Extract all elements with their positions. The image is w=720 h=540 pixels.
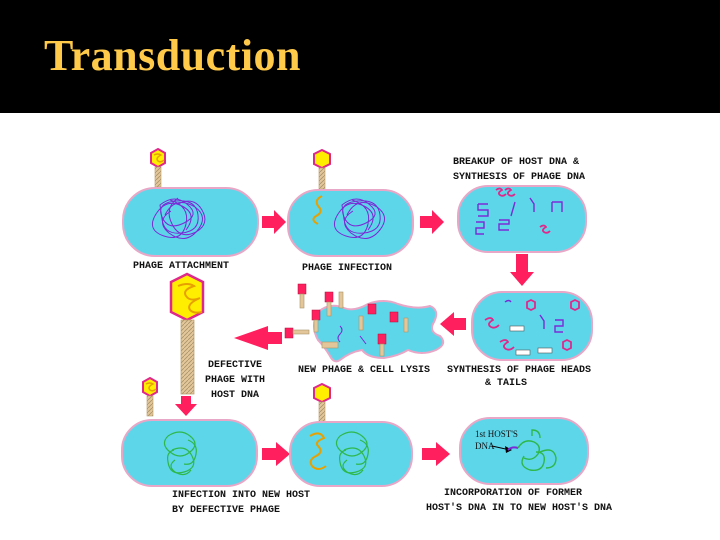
- label-synthesis-heads-2: & TAILS: [485, 378, 527, 389]
- label-incorporation-2: HOST'S DNA IN TO NEW HOST'S DNA: [426, 502, 612, 514]
- label-new-host-1: INFECTION INTO NEW HOST: [172, 490, 310, 501]
- label-attachment: PHAGE ATTACHMENT: [133, 261, 229, 272]
- phage-attaching: [150, 147, 166, 188]
- phage-infecting: [313, 148, 331, 190]
- label-defective-1: DEFECTIVE: [208, 360, 262, 371]
- label-synthesis-heads: SYNTHESIS OF PHAGE HEADS: [447, 365, 591, 376]
- title-bar: Transduction: [0, 0, 720, 113]
- phage-injected: [313, 382, 331, 423]
- label-incorporation-1: INCORPORATION OF FORMER: [444, 488, 582, 499]
- arrow-step-8: [422, 442, 450, 466]
- label-defective-3: HOST DNA: [211, 390, 259, 401]
- slide-title: Transduction: [44, 31, 302, 80]
- host-cell-attachment: [122, 187, 259, 257]
- host-cell-infection: [287, 189, 414, 257]
- host-cell-synthesis: [471, 291, 593, 361]
- inserted-host-dna: [507, 446, 519, 451]
- host-cell-breakup: [457, 185, 587, 253]
- recombinant-dna: [517, 429, 557, 472]
- new-phages: [284, 283, 409, 357]
- new-host-cell-infected: [289, 421, 413, 487]
- label-new-host-2: BY DEFECTIVE PHAGE: [172, 505, 280, 516]
- label-infection: PHAGE INFECTION: [302, 263, 392, 274]
- defective-phage-attaching: [142, 376, 158, 417]
- arrow-step-1: [262, 210, 286, 234]
- recombinant-cell: 1st HOST'S DNA: [459, 417, 589, 485]
- transduction-diagram: BREAKUP OF HOST DNA & SYNTHESIS OF PHAGE…: [121, 147, 612, 516]
- arrow-step-5: [234, 326, 282, 350]
- lysing-cell: [284, 283, 445, 363]
- label-first-host-dna-2: DNA: [475, 441, 495, 451]
- arrow-step-4: [440, 312, 466, 336]
- arrow-step-7: [262, 442, 290, 466]
- arrow-step-3: [510, 254, 534, 286]
- arrow-step-6: [175, 396, 197, 416]
- label-defective-2: PHAGE WITH: [205, 375, 265, 386]
- new-host-dna: [163, 431, 197, 476]
- label-first-host-dna-1: 1st HOST'S: [475, 429, 518, 439]
- defective-phage: [169, 272, 205, 395]
- label-breakup: BREAKUP OF HOST DNA &: [453, 157, 579, 168]
- label-lysis: NEW PHAGE & CELL LYSIS: [298, 365, 430, 376]
- label-breakup-2: SYNTHESIS OF PHAGE DNA: [453, 172, 585, 183]
- new-host-cell: [121, 419, 258, 487]
- arrow-step-2: [420, 210, 444, 234]
- host-dna-tangle: [151, 197, 206, 239]
